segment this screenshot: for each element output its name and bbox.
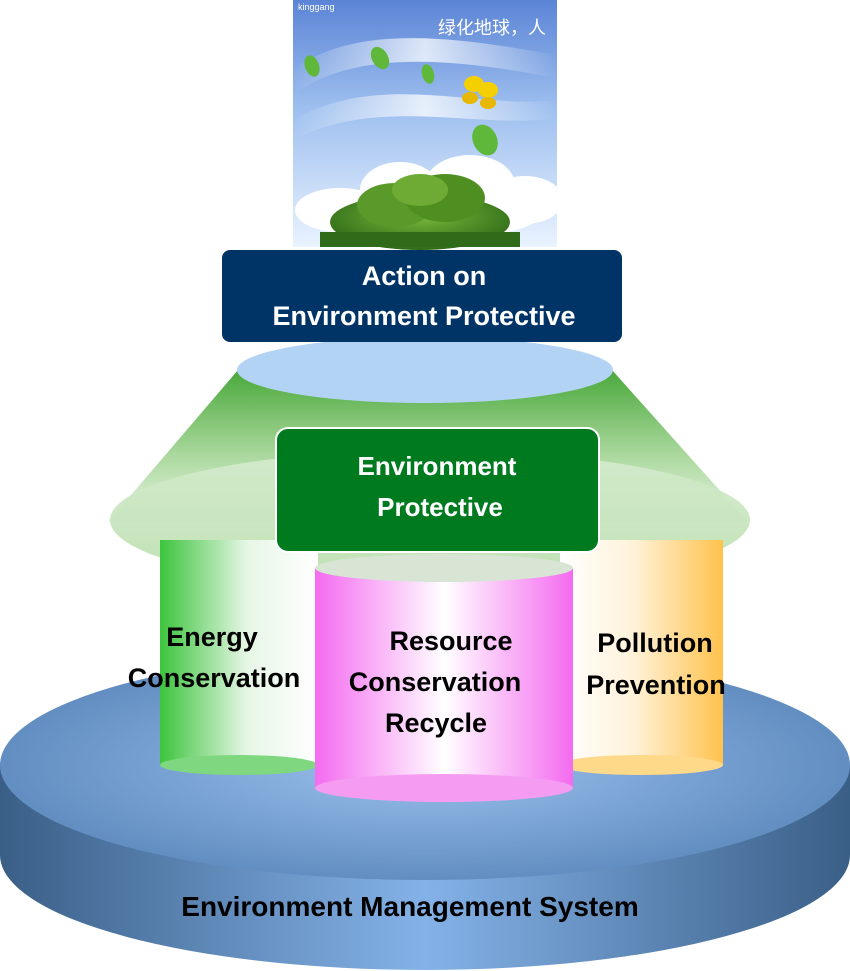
pillar-resource-body <box>315 568 573 788</box>
tree-icon <box>320 174 520 250</box>
pillar-energy-body <box>160 540 318 765</box>
pillar-pollution-line2: Prevention <box>586 670 726 700</box>
base-label: Environment Management System <box>181 891 638 922</box>
middle-box: Environment Protective <box>275 427 600 553</box>
pillar-pollution-line1: Pollution <box>597 628 712 658</box>
pillar-pollution <box>559 540 723 775</box>
top-box-background <box>222 250 622 342</box>
top-box-line1: Action on <box>362 261 486 291</box>
top-ellipse <box>237 337 613 403</box>
pillar-energy-bottom <box>160 755 318 775</box>
image-watermark: kinggang <box>298 2 335 12</box>
pillar-resource-line1: Resource <box>389 626 512 656</box>
middle-box-line2: Protective <box>377 492 503 522</box>
pillar-energy-line2: Conservation <box>128 663 301 693</box>
sky-streak <box>293 38 557 95</box>
pillar-pollution-bottom <box>559 755 723 775</box>
pillar-pollution-body <box>560 540 723 765</box>
pillar-resource <box>315 554 573 802</box>
pillar-labels: Energy Conservation Resource Conservatio… <box>128 622 726 738</box>
pillar-resource-top <box>315 554 573 582</box>
pillar-resource-bottom <box>315 774 573 802</box>
middle-box-line1: Environment <box>358 451 517 481</box>
middle-box-background <box>275 427 600 553</box>
pillar-resource-line2: Conservation <box>349 667 522 697</box>
top-box: Action on Environment Protective <box>222 250 622 342</box>
butterfly-icon <box>462 76 498 109</box>
pillar-energy <box>160 540 318 775</box>
top-box-line2: Environment Protective <box>272 301 575 331</box>
leaf-icon <box>304 46 498 156</box>
top-image: kinggang 绿化地球，人 <box>293 0 563 250</box>
image-caption: 绿化地球，人 <box>438 18 546 39</box>
pillar-energy-line1: Energy <box>166 622 258 652</box>
pillar-resource-line3: Recycle <box>385 708 487 738</box>
